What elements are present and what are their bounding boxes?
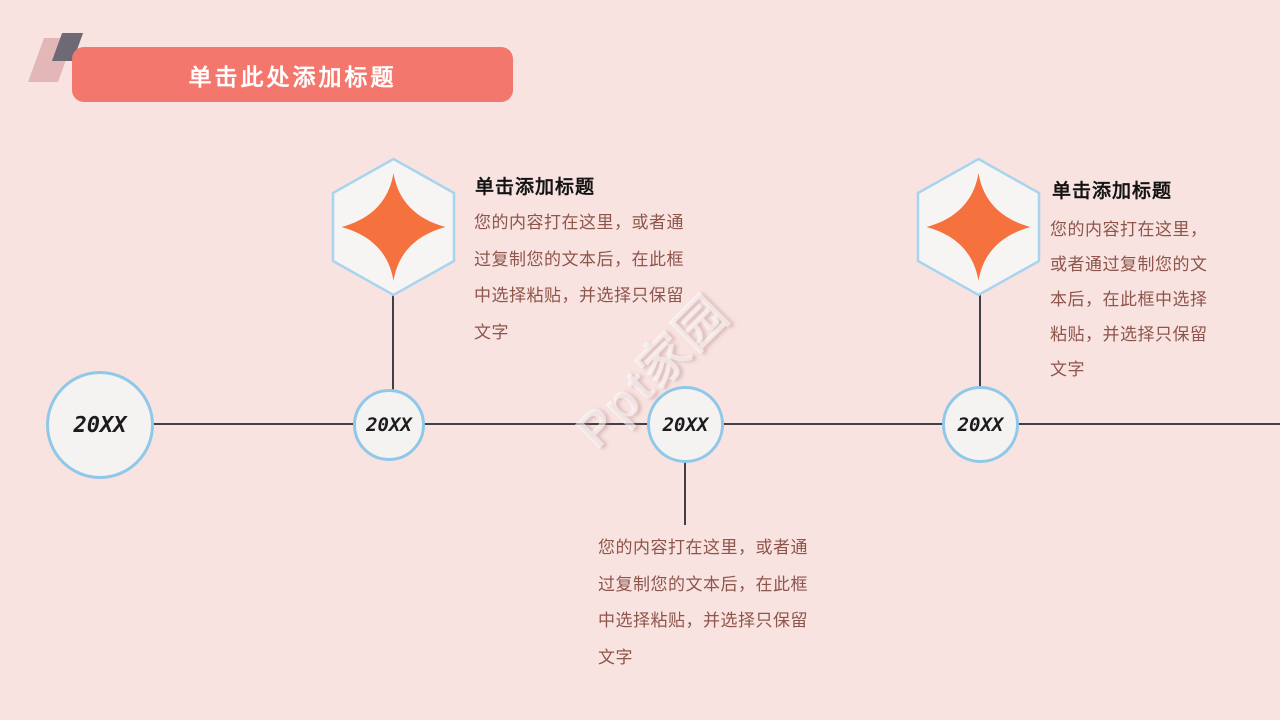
timeline-node-2: 20XX (353, 389, 425, 461)
hexagon-shape-left (331, 157, 456, 297)
timeline-node-3: 20XX (647, 386, 724, 463)
year-label: 20XX (366, 414, 412, 436)
timeline-node-4: 20XX (942, 386, 1019, 463)
hexagon-shape-right (916, 157, 1041, 297)
block-left-body: 您的内容打在这里，或者通 过复制您的文本后，在此框 中选择粘贴，并选择只保留 文… (474, 213, 684, 342)
connector-hex2-node4 (979, 294, 981, 388)
slide-title: 单击此处添加标题 (188, 64, 397, 90)
title-banner: 单击此处添加标题 (72, 47, 513, 102)
block-right-body: 您的内容打在这里， 或者通过复制您的文 本后，在此框中选择 粘贴，并选择只保留 … (1050, 220, 1208, 379)
connector-hex1-node2 (392, 294, 394, 391)
block-bottom-body: 您的内容打在这里，或者通 过复制您的文本后，在此框 中选择粘贴，并选择只保留 文… (598, 538, 808, 667)
year-label: 20XX (957, 413, 1004, 436)
year-label: 20XX (662, 413, 709, 436)
star-icon (341, 173, 446, 281)
timeline-node-1: 20XX (46, 371, 154, 479)
star-icon (926, 173, 1031, 281)
year-label: 20XX (73, 412, 127, 438)
connector-node3-text (684, 461, 686, 525)
block-right-heading: 单击添加标题 (1052, 181, 1173, 202)
block-left-heading: 单击添加标题 (475, 177, 596, 198)
